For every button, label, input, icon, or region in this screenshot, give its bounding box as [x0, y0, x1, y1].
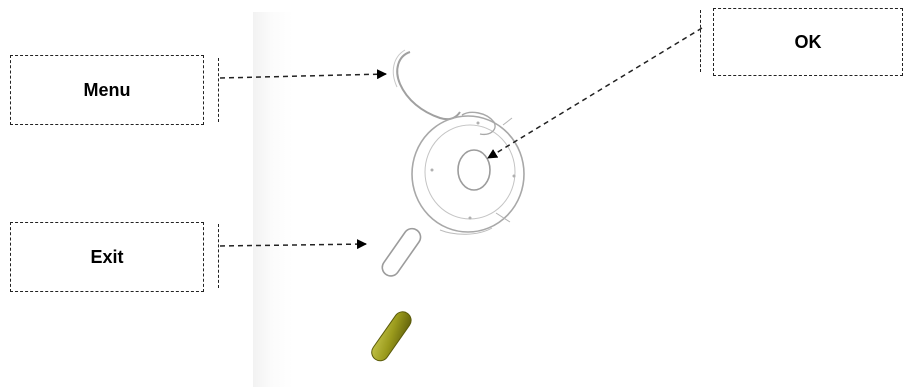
ok-key-icon[interactable] [458, 150, 490, 190]
green-key-icon[interactable] [368, 308, 414, 364]
exit-arrow [220, 244, 366, 246]
exit-key-icon[interactable] [379, 225, 424, 279]
ok-arrow [488, 28, 702, 158]
menu-arrow [220, 74, 386, 78]
menu-key-icon[interactable] [393, 50, 460, 119]
